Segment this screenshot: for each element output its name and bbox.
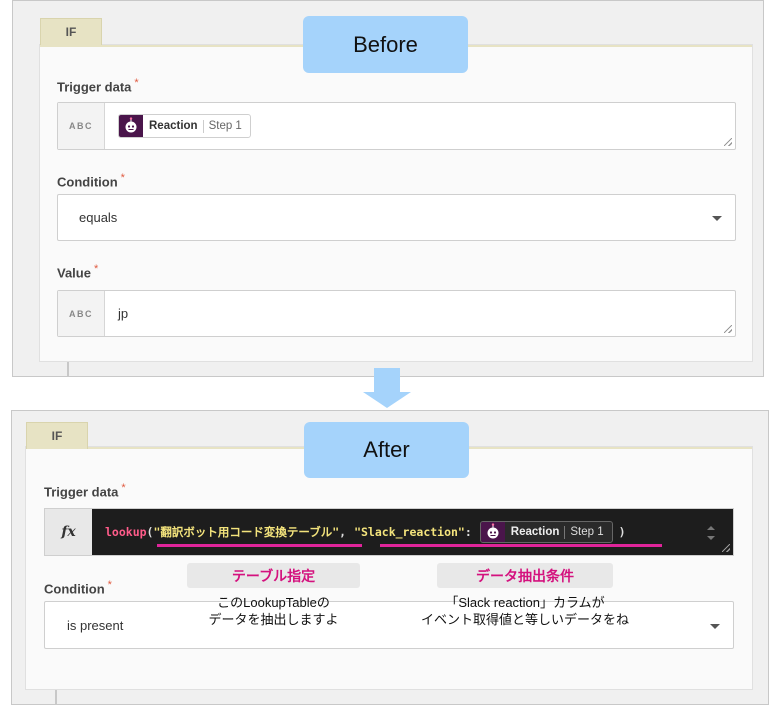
pill-step: Step 1 <box>564 525 611 539</box>
trigger-data-label: Trigger data* <box>57 77 139 95</box>
before-if-tab[interactable]: IF <box>40 18 102 45</box>
chevron-down-icon <box>710 624 720 629</box>
spinner-icon[interactable] <box>706 526 716 540</box>
slack-bot-icon <box>119 115 143 137</box>
note-condition-text: 「Slack reaction」カラムがイベント取得値と等しいデータをね <box>420 595 629 627</box>
resize-handle[interactable] <box>724 138 732 146</box>
resize-handle[interactable] <box>722 544 730 552</box>
after-condition-select[interactable]: is present <box>44 601 734 649</box>
abc-type-badge: ABC <box>58 291 105 336</box>
pill-name: Reaction <box>510 526 560 538</box>
before-callout: Before <box>303 16 468 73</box>
value-label: Value* <box>57 263 99 281</box>
note-table-text: このLookupTableのデータを抽出しますよ <box>208 595 339 627</box>
pill-name: Reaction <box>149 120 198 132</box>
condition-label: Condition* <box>57 172 125 190</box>
reaction-step-pill[interactable]: Reaction Step 1 <box>479 521 613 543</box>
after-if-tab[interactable]: IF <box>26 422 88 449</box>
pill-step: Step 1 <box>202 119 250 133</box>
slack-bot-icon <box>480 522 505 542</box>
table-arg-underline <box>157 544 362 547</box>
chevron-down-icon <box>712 216 722 221</box>
formula-code[interactable]: lookup("翻訳ボット用コード変換テーブル","Slack_reaction… <box>105 509 626 555</box>
note-table-tag: テーブル指定 <box>187 563 360 588</box>
after-connector <box>55 690 57 705</box>
after-callout: After <box>304 422 469 478</box>
note-condition-tag: データ抽出条件 <box>437 563 613 588</box>
condition-select[interactable]: equals <box>57 194 736 241</box>
reaction-step-pill[interactable]: Reaction Step 1 <box>118 114 251 138</box>
formula-field[interactable]: fx lookup("翻訳ボット用コード変換テーブル","Slack_react… <box>44 508 734 556</box>
value-field[interactable]: ABC jp <box>57 290 736 337</box>
abc-type-badge: ABC <box>58 103 105 149</box>
after-trigger-data-label: Trigger data* <box>44 482 126 500</box>
after-condition-label: Condition* <box>44 579 112 597</box>
resize-handle[interactable] <box>724 325 732 333</box>
down-arrow-icon <box>374 368 400 392</box>
condition-arg-underline <box>380 544 662 547</box>
fx-icon: fx <box>45 509 92 555</box>
condition-value: is present <box>67 618 124 633</box>
after-if-card <box>25 446 753 690</box>
condition-value: equals <box>79 210 118 225</box>
value-text: jp <box>118 306 129 321</box>
before-connector <box>67 362 69 377</box>
down-arrow-head <box>363 392 411 408</box>
trigger-data-field[interactable]: ABC Reaction Step 1 <box>57 102 736 150</box>
